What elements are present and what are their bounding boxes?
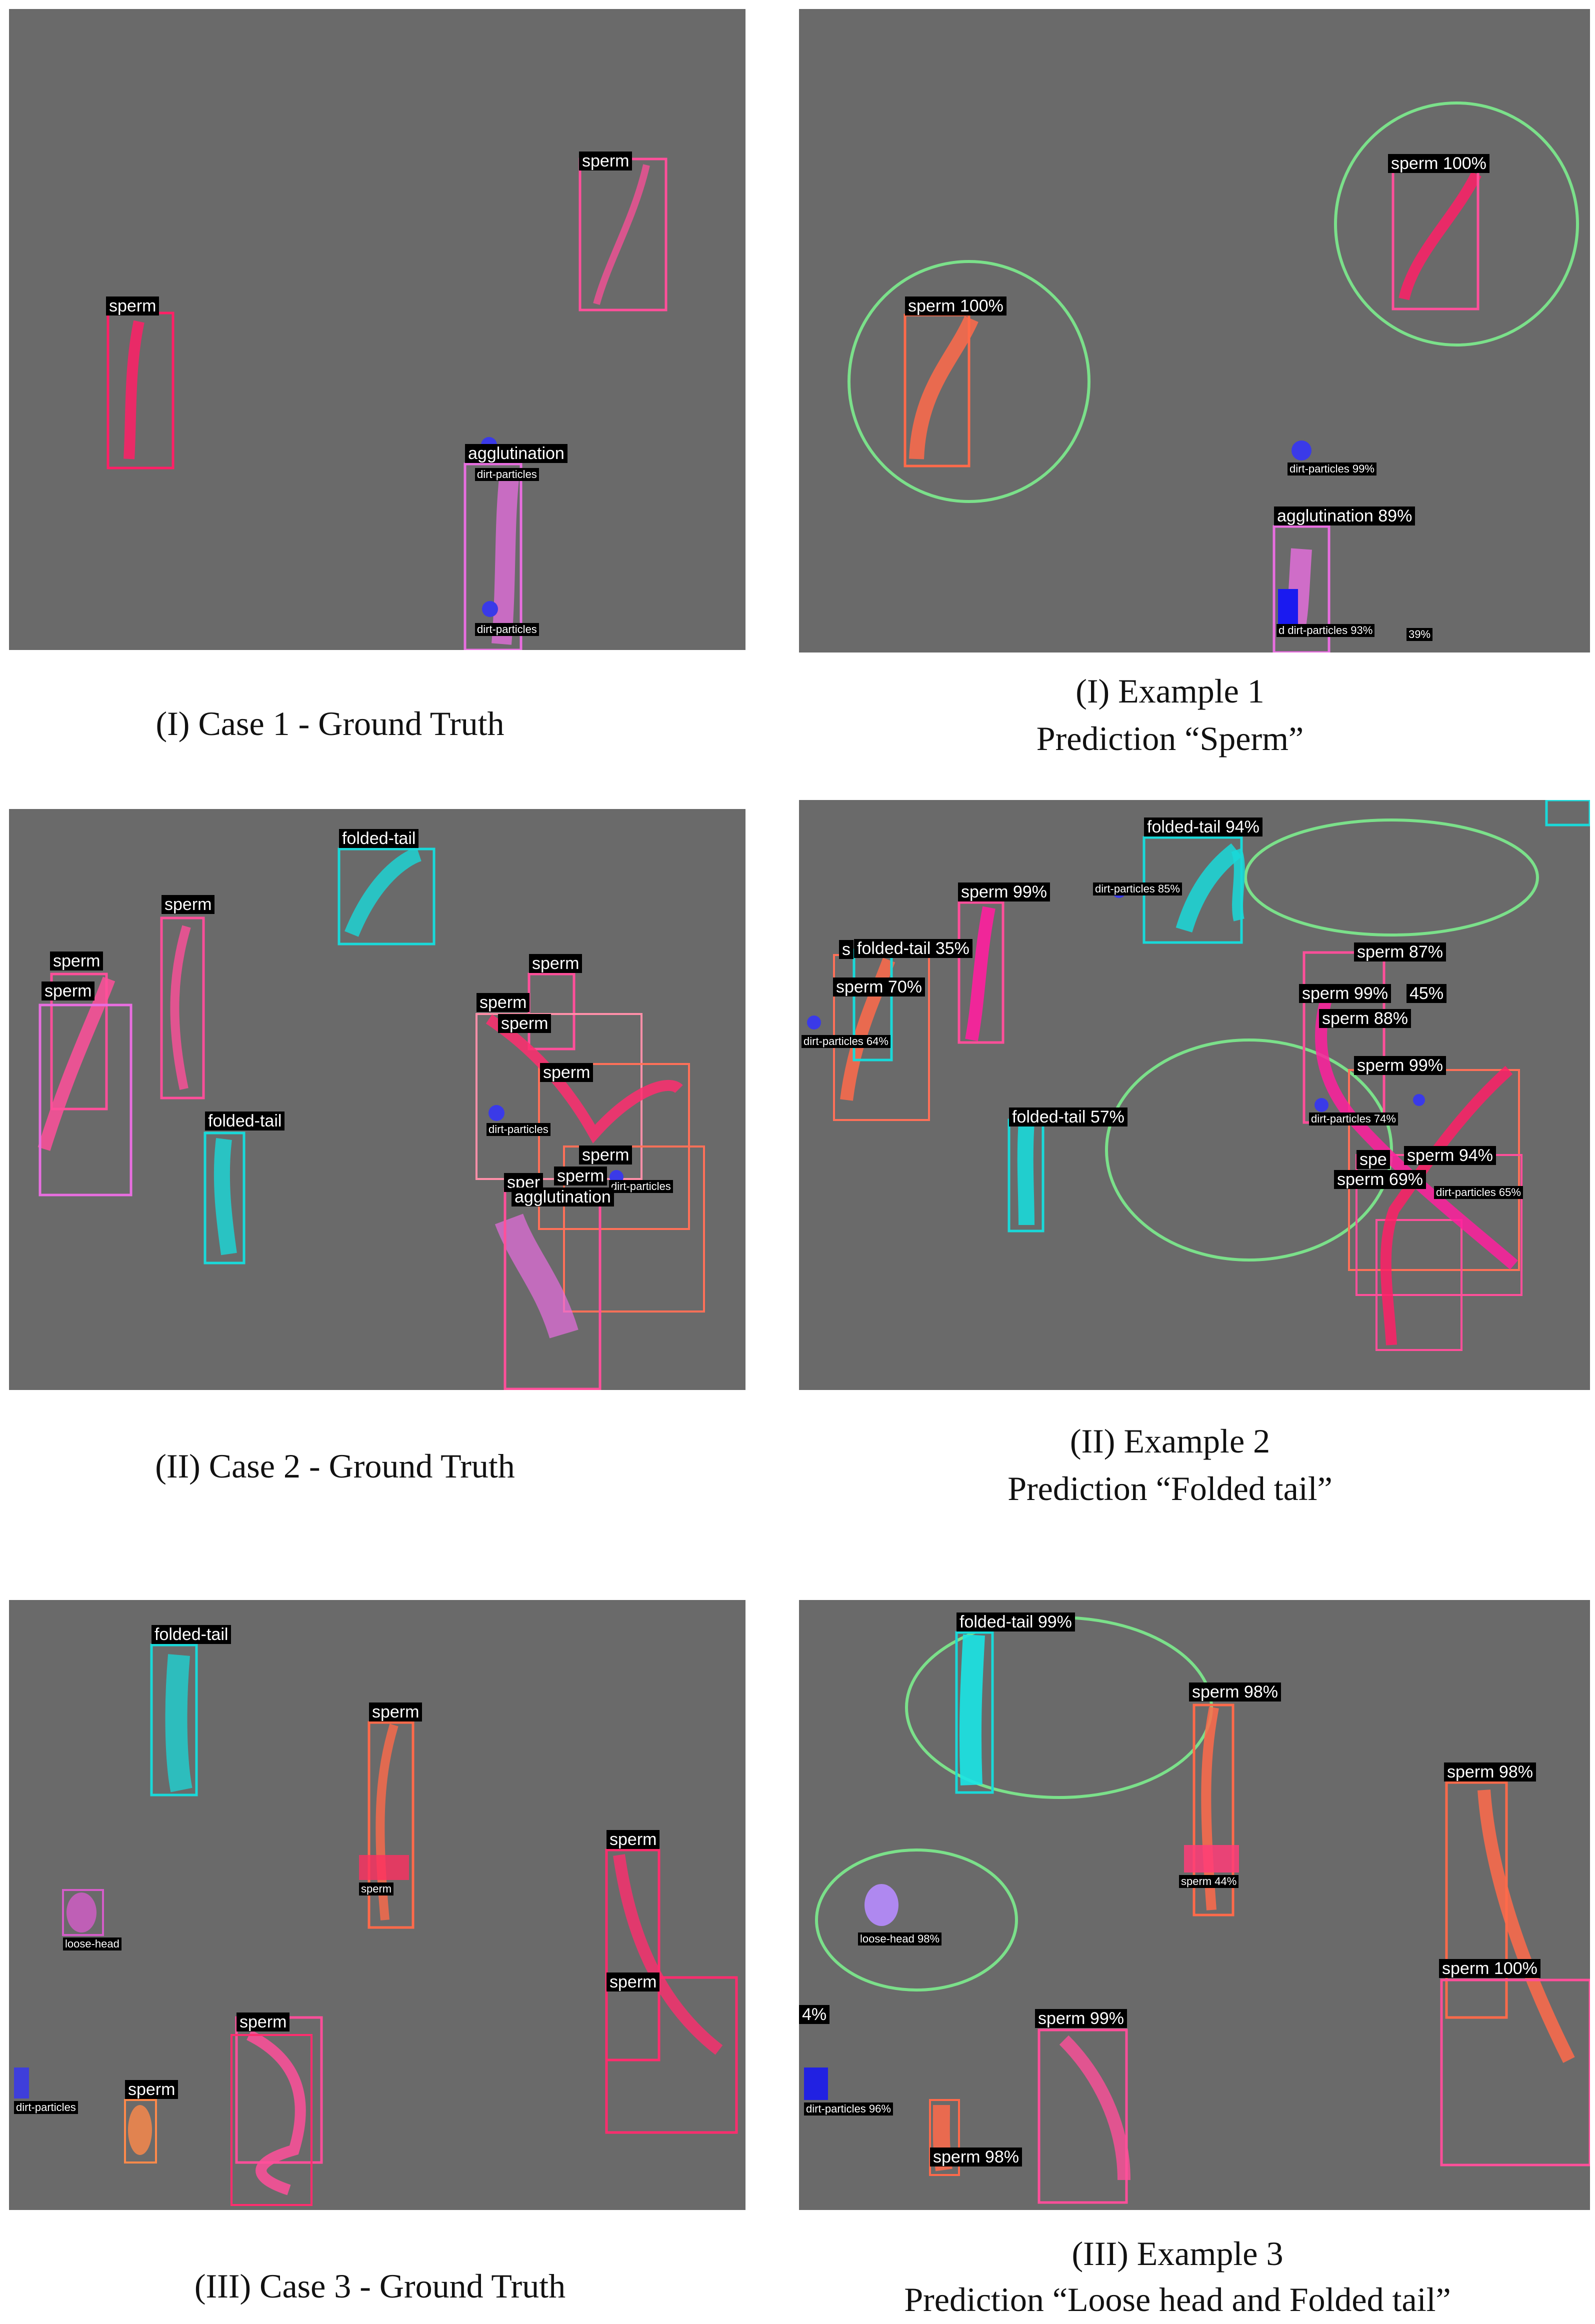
label-agglutination-89: agglutination 89% [1274, 506, 1416, 526]
label-sperm-70: sperm 70% [833, 978, 925, 996]
label-folded-tail: folded-tail [205, 1112, 285, 1130]
label-folded-tail: folded-tail [152, 1625, 232, 1644]
label-sperm: sperm [540, 1063, 594, 1082]
caption-example3-prediction: Prediction “Loose head and Folded tail” [904, 2280, 1451, 2318]
panel-example3-prediction: folded-tail 99% sperm 98% sperm 44% loos… [799, 1600, 1590, 2210]
label-sperm: sperm [162, 895, 215, 914]
label-sperm-98: sperm 98% [1444, 1762, 1536, 1782]
microscopy-overlay-5 [14, 1644, 738, 2206]
label-sperm-94: sperm 94% [1404, 1146, 1496, 1165]
caption-example1-prediction: Prediction “Sperm” [1036, 720, 1304, 758]
label-sperm: sperm [498, 1014, 552, 1033]
label-dirt-particles-96: dirt-particles 96% [804, 2102, 893, 2116]
panel-case3-ground-truth: folded-tail sperm sperm loose-head sperm… [9, 1600, 746, 2210]
caption-example3-title: (III) Example 3 [1072, 2234, 1284, 2272]
label-sperm-88: sperm 88% [1319, 1009, 1411, 1028]
label-s: s [839, 940, 854, 959]
label-sperm-44: sperm 44% [1179, 1875, 1239, 1888]
microscopy-overlay-4 [807, 800, 1590, 1351]
label-sperm-99: sperm 99% [958, 882, 1050, 902]
label-folded-tail-94: folded-tail 94% [1144, 818, 1262, 836]
label-sperm: sperm [50, 952, 104, 970]
label-39: 39% [1406, 628, 1433, 641]
label-loose-head: loose-head [63, 1938, 122, 1950]
microscopy-overlay-2 [848, 102, 1579, 652]
label-folded-tail-35: folded-tail 35% [854, 939, 972, 958]
label-dirt-particles-99: dirt-particles 99% [1288, 462, 1376, 476]
label-dirt-particles-64: dirt-particles 64% [802, 1035, 890, 1048]
panel-case1-ground-truth: sperm sperm agglutination dirt-particles… [9, 9, 746, 650]
label-sperm: sperm [606, 1972, 660, 1992]
label-sperm: sperm [529, 954, 582, 973]
label-sperm: sperm [359, 1882, 394, 1896]
label-sperm-99: sperm 99% [1354, 1056, 1446, 1075]
label-sperm-100: sperm 100% [905, 296, 1006, 316]
label-sperm-98: sperm 98% [1189, 1682, 1281, 1702]
caption-example1-title: (I) Example 1 [1076, 672, 1264, 710]
label-sperm-100: sperm 100% [1388, 154, 1490, 173]
panel-example2-prediction: folded-tail 94% dirt-particles 85% sperm… [799, 800, 1590, 1390]
label-4-percent: 4% [799, 2005, 830, 2024]
label-sperm: sperm [125, 2080, 178, 2099]
label-sperm-87: sperm 87% [1354, 942, 1446, 962]
label-loose-head-98: loose-head 98% [858, 1932, 942, 1946]
label-folded-tail-57: folded-tail 57% [1009, 1108, 1128, 1126]
label-sperm: sperm [369, 1702, 422, 1722]
label-sperm-100: sperm 100% [1439, 1959, 1540, 1978]
label-folded-tail: folded-tail [339, 829, 419, 848]
label-dirt-particles: dirt-particles [609, 1180, 673, 1193]
label-dirt-particles: dirt-particles [475, 468, 539, 481]
label-sperm-69: sperm 69% [1334, 1170, 1426, 1189]
panel-example1-prediction: sperm 100% sperm 100% dirt-particles 99%… [799, 9, 1590, 652]
label-dirt-particles: dirt-particles [14, 2101, 78, 2114]
label-sperm-99: sperm 99% [1299, 984, 1391, 1003]
label-sperm-98: sperm 98% [930, 2148, 1022, 2166]
microscopy-overlay-1 [106, 158, 668, 650]
microscopy-overlay-3 [38, 846, 705, 1390]
label-folded-tail-99: folded-tail 99% [956, 1612, 1075, 1632]
label-dirt-particles-93: d dirt-particles 93% [1276, 624, 1375, 637]
label-sperm: sperm [579, 152, 632, 170]
label-agglutination: agglutination [465, 444, 568, 463]
label-sperm: sperm [606, 1830, 660, 1849]
label-dirt-particles-85: dirt-particles 85% [1093, 882, 1182, 896]
caption-case1: (I) Case 1 - Ground Truth [156, 704, 504, 742]
caption-example2-title: (II) Example 2 [1070, 1422, 1270, 1460]
caption-example2-prediction: Prediction “Folded tail” [1008, 1470, 1332, 1508]
label-45: 45% [1406, 984, 1447, 1003]
label-dirt-particles-74: dirt-particles 74% [1309, 1112, 1398, 1126]
label-spe: spe [1356, 1150, 1390, 1169]
label-sperm-99: sperm 99% [1035, 2009, 1127, 2028]
label-sperm: sperm [579, 1146, 632, 1164]
label-sperm: sperm [476, 993, 530, 1012]
label-sperm: sperm [106, 296, 160, 316]
label-dirt-particles: dirt-particles [486, 1123, 550, 1136]
label-dirt-particles: dirt-particles [475, 623, 539, 636]
label-agglutination: agglutination [512, 1188, 614, 1206]
label-sperm: sperm [42, 982, 95, 1000]
caption-case2: (II) Case 2 - Ground Truth [155, 1447, 515, 1485]
caption-case3: (III) Case 3 - Ground Truth [194, 2267, 566, 2305]
microscopy-overlay-6 [804, 1616, 1590, 2204]
label-sperm: sperm [236, 2012, 290, 2032]
panel-case2-ground-truth: folded-tail sperm sperm sperm sperm sper… [9, 809, 746, 1390]
label-sperm: sperm [554, 1166, 608, 1186]
label-dirt-particles-65: dirt-particles 65% [1434, 1186, 1523, 1199]
